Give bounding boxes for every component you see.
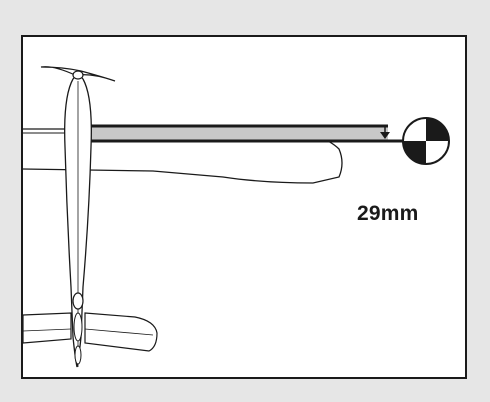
elevator-hinge-line: [23, 328, 72, 332]
tail-skid: [74, 345, 82, 365]
cg-range-band: [91, 127, 388, 141]
cg-distance-label: 29mm: [357, 202, 419, 225]
spinner: [72, 70, 84, 80]
cg-diagram: [23, 66, 450, 368]
elevator-hinge-line-right: [84, 328, 154, 336]
center-of-gravity-icon: [402, 117, 450, 165]
measurement-arrow-head: [380, 132, 390, 139]
tail-fin: [72, 292, 84, 310]
tail-fin-inner: [73, 312, 83, 342]
horizontal-stabilizer: [23, 312, 72, 344]
diagram-panel: 29mm: [21, 35, 467, 379]
